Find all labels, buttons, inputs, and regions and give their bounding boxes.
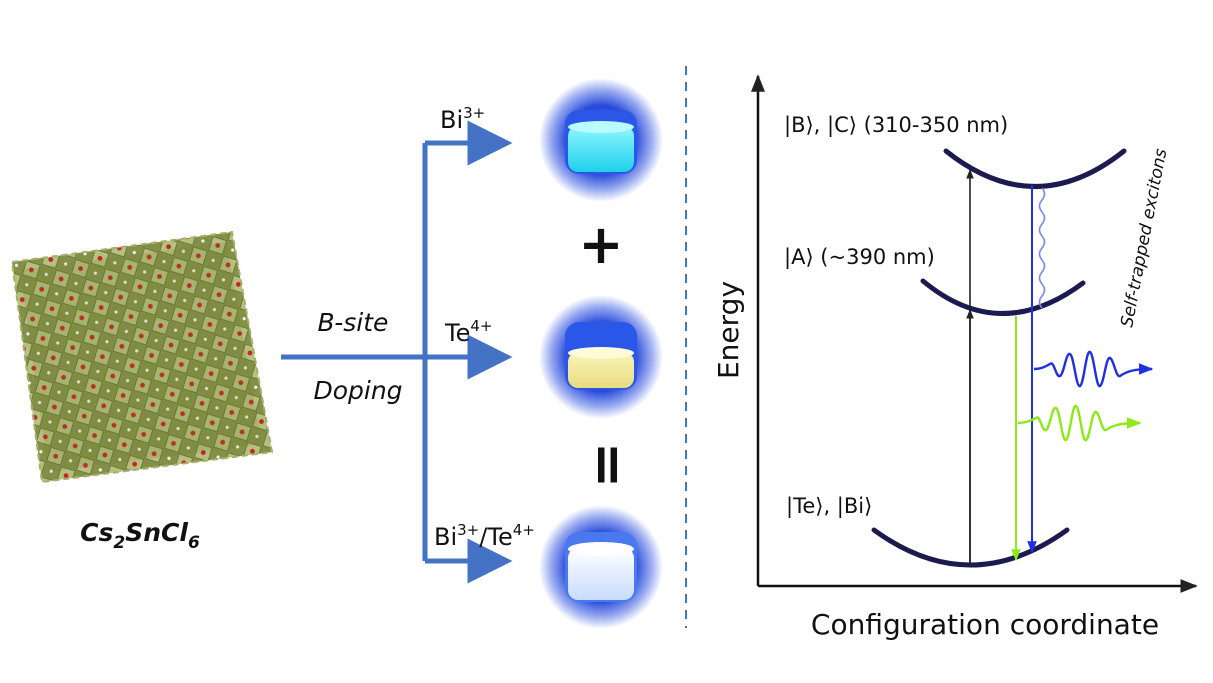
curve-bc-state — [943, 148, 1127, 189]
state-label-a: |A⟩ (~390 nm) — [784, 245, 935, 270]
ste-label: Self-trapped excitons — [1117, 147, 1171, 329]
photon-wave-green — [1017, 404, 1142, 442]
doping-label-line2: Doping — [313, 376, 402, 405]
y-axis-label: Energy — [712, 281, 745, 379]
relaxation-wiggle — [1038, 187, 1046, 309]
state-label-bc: |B⟩, |C⟩ (310-350 nm) — [784, 113, 1008, 138]
branch-label-bi-te: Bi3+/Te4+ — [434, 521, 535, 551]
state-label-ground: |Te⟩, |Bi⟩ — [786, 494, 872, 519]
doping-tree — [281, 120, 513, 584]
equals-operator: = — [576, 442, 641, 489]
vial-te — [539, 295, 663, 419]
vial-bi — [539, 78, 663, 202]
branch-label-bi: Bi3+ — [440, 104, 485, 134]
x-axis-label: Configuration coordinate — [811, 608, 1159, 641]
vial-mixed — [539, 505, 663, 629]
doping-label-line1: B-site — [318, 308, 389, 337]
photon-wave-blue — [1033, 350, 1154, 388]
crystal-formula: Cs2SnCl6 — [80, 518, 200, 553]
crystal-lattice — [10, 230, 274, 484]
energy-axes — [751, 74, 1198, 593]
plus-operator: + — [578, 213, 623, 276]
branch-label-te: Te4+ — [444, 317, 492, 347]
curve-a-state — [920, 278, 1086, 316]
